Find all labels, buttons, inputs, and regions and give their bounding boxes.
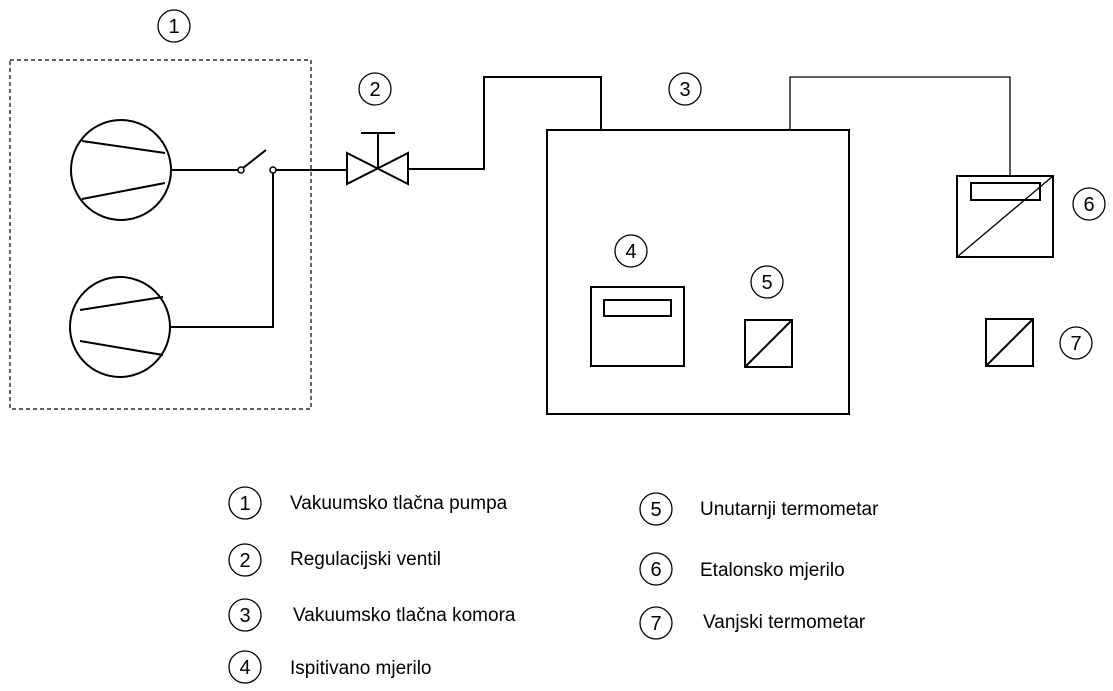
svg-text:1: 1 — [168, 16, 179, 38]
marker-6: 6 — [1072, 187, 1106, 221]
marker-2: 2 — [358, 72, 392, 106]
svg-text:Vanjski termometar: Vanjski termometar — [703, 612, 866, 633]
svg-text:4: 4 — [625, 241, 636, 263]
svg-text:Ispitivano mjerilo: Ispitivano mjerilo — [290, 658, 432, 679]
svg-text:Vakuumsko tlačna pumpa: Vakuumsko tlačna pumpa — [290, 493, 508, 514]
marker-4: 4 — [614, 234, 648, 268]
pump-lower-pipe — [170, 173, 274, 328]
wire-chamber-to-reference — [789, 76, 1011, 176]
external-thermometer-icon — [985, 318, 1034, 367]
marker-1: 1 — [157, 9, 191, 43]
pipe-valve-to-chamber — [408, 76, 602, 170]
valve-icon — [346, 132, 409, 186]
svg-text:2: 2 — [239, 550, 250, 572]
marker-7: 7 — [1059, 326, 1093, 360]
marker-3: 3 — [668, 72, 702, 106]
reference-meter-icon — [956, 175, 1054, 258]
marker-5: 5 — [750, 265, 784, 299]
pump-upper-icon — [70, 119, 172, 221]
svg-text:6: 6 — [650, 559, 661, 581]
pump-enclosure-dashed — [9, 59, 312, 410]
svg-text:6: 6 — [1083, 194, 1094, 216]
svg-text:7: 7 — [650, 613, 661, 635]
legend-item-5: 5 Unutarnji termometar — [639, 492, 879, 526]
svg-text:Vakuumsko tlačna komora: Vakuumsko tlačna komora — [293, 605, 516, 626]
switch-icon — [170, 149, 277, 174]
svg-text:3: 3 — [679, 79, 690, 101]
legend-item-1: 1 Vakuumsko tlačna pumpa — [228, 486, 508, 520]
svg-text:3: 3 — [239, 605, 250, 627]
legend-item-2: 2 Regulacijski ventil — [228, 543, 441, 577]
svg-text:Etalonsko mjerilo: Etalonsko mjerilo — [700, 560, 845, 581]
svg-text:Regulacijski ventil: Regulacijski ventil — [290, 549, 441, 570]
pump-lower-icon — [69, 276, 171, 378]
test-meter-icon — [590, 286, 685, 367]
svg-text:Unutarnji termometar: Unutarnji termometar — [700, 499, 879, 520]
legend-item-6: 6 Etalonsko mjerilo — [639, 552, 845, 586]
svg-text:2: 2 — [369, 79, 380, 101]
svg-text:5: 5 — [761, 272, 772, 294]
internal-thermometer-icon — [744, 319, 793, 368]
chamber-box — [546, 129, 850, 415]
legend-item-4: 4 Ispitivano mjerilo — [228, 650, 432, 684]
legend: 1 Vakuumsko tlačna pumpa 2 Regulacijski … — [228, 486, 879, 684]
svg-text:1: 1 — [239, 493, 250, 515]
svg-text:4: 4 — [239, 657, 250, 679]
legend-item-7: 7 Vanjski termometar — [639, 606, 866, 640]
svg-text:5: 5 — [650, 499, 661, 521]
legend-item-3: 3 Vakuumsko tlačna komora — [228, 598, 516, 632]
svg-text:7: 7 — [1070, 333, 1081, 355]
pump-unit — [9, 59, 312, 410]
